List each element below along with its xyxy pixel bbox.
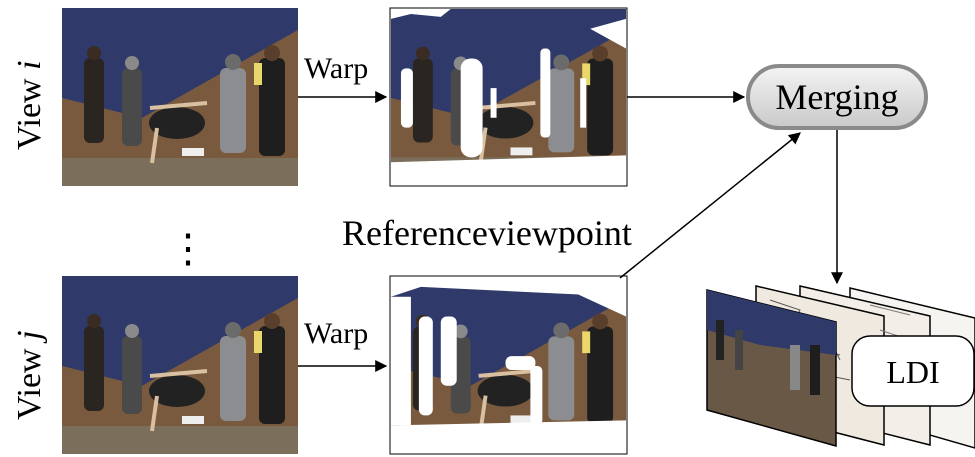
svg-text:View i: View i — [11, 60, 48, 150]
warp-label-bottom: Warp — [304, 317, 368, 350]
svg-text:View j: View j — [11, 330, 48, 420]
view-j-label: View j — [11, 330, 48, 420]
view-i-photo — [62, 8, 298, 186]
warp-label-top: Warp — [304, 52, 368, 85]
view-j-warped-photo — [389, 275, 628, 455]
ldi-box: LDI — [851, 335, 975, 407]
merge-arrow-bottom — [619, 132, 801, 279]
view-j-photo — [62, 276, 298, 454]
ellipsis-dots: ⋮ — [168, 226, 208, 271]
ldi-label: LDI — [886, 354, 939, 390]
reference-viewpoint-label: Referenceviewpoint — [342, 213, 632, 253]
merging-node: Merging — [746, 64, 928, 130]
view-i-warped-photo — [389, 7, 628, 187]
merging-label: Merging — [775, 77, 898, 117]
view-i-label: View i — [11, 60, 48, 150]
